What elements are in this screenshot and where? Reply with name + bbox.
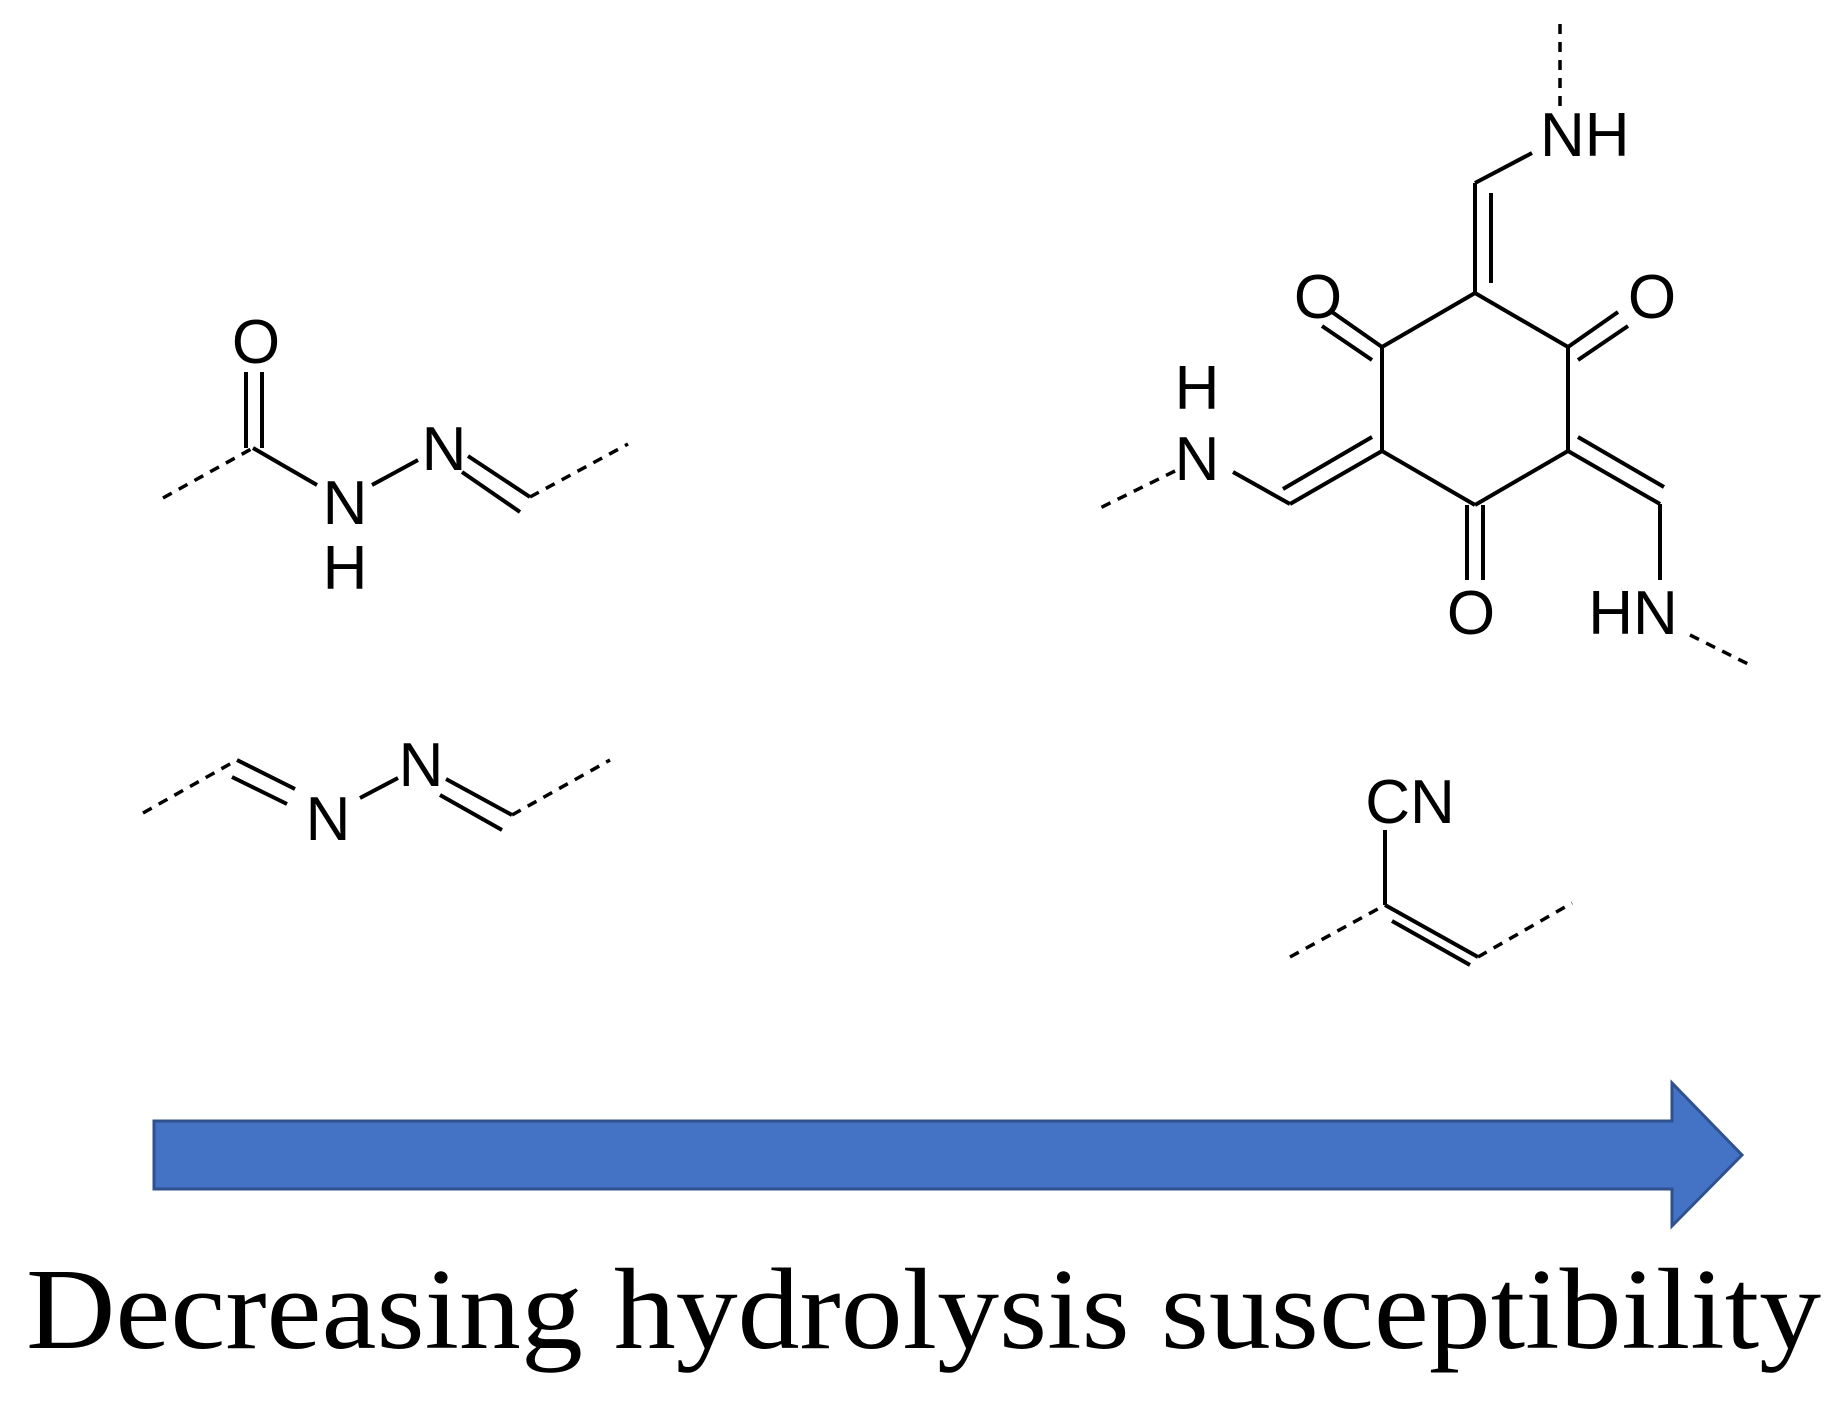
azine-cn-bond-2-a bbox=[445, 777, 513, 817]
azine-nitrogen-2-label: N bbox=[399, 731, 444, 800]
trend-arrow bbox=[152, 1079, 1745, 1230]
cyanovinylene-left-dashed-bond bbox=[1289, 903, 1386, 959]
acylhydrazone-left-dashed-bond bbox=[162, 446, 254, 500]
carbonyl-left-bond-a bbox=[1330, 310, 1384, 349]
left-exocyclic-double-a bbox=[1289, 449, 1383, 506]
acylhydrazone-right-dashed-bond bbox=[529, 442, 629, 499]
carbonyl-left-bond-b bbox=[1320, 324, 1374, 362]
azine-cn-bond-1-a bbox=[236, 758, 296, 791]
ketone-oxygen-left-label: O bbox=[1294, 263, 1342, 332]
caption-text: Decreasing hydrolysis susceptibility bbox=[26, 1246, 1821, 1374]
azine-structure: N N bbox=[142, 731, 611, 854]
right-exocyclic-double-a bbox=[1567, 449, 1661, 506]
left-dashed-bond bbox=[1099, 469, 1176, 510]
azine-cn-bond-1-b bbox=[231, 775, 288, 806]
cyanovinylene-double-a bbox=[1384, 903, 1479, 959]
amine-h-left-label: H bbox=[1175, 354, 1220, 423]
azine-bond-n-n bbox=[359, 776, 399, 800]
right-exocyclic-double-b bbox=[1576, 435, 1666, 489]
acylhydrazone-cn-bond-1 bbox=[466, 454, 532, 499]
acylhydrazone-amide-nitrogen-label: N bbox=[323, 469, 368, 538]
amine-hn-right-label: HN bbox=[1588, 579, 1678, 648]
cyano-group-label: CN bbox=[1365, 768, 1455, 837]
azine-cn-bond-2-b bbox=[439, 793, 503, 832]
acylhydrazone-oxygen-label: O bbox=[232, 308, 280, 377]
cyanovinylene-double-b bbox=[1391, 919, 1471, 967]
azine-left-dashed-bond bbox=[142, 758, 238, 815]
acylhydrazone-structure: O N N H bbox=[162, 308, 629, 603]
ketone-oxygen-bottom-label: O bbox=[1447, 579, 1495, 648]
beta-ketoenamine-structure: O O O NH H N HN bbox=[1099, 20, 1751, 667]
top-ch-nh-bond bbox=[1474, 151, 1533, 185]
amine-n-left-label: N bbox=[1175, 425, 1220, 494]
carbonyl-right-bond-a bbox=[1566, 310, 1620, 349]
azine-nitrogen-1-label: N bbox=[306, 785, 351, 854]
cyanovinylene-structure: CN bbox=[1289, 768, 1573, 967]
carbonyl-right-bond-b bbox=[1576, 324, 1630, 362]
left-exocyclic-double-b bbox=[1281, 435, 1374, 491]
ring-bond-1 bbox=[1473, 291, 1570, 349]
azine-right-dashed-bond bbox=[511, 758, 611, 817]
acylhydrazone-amide-hydrogen-label: H bbox=[323, 534, 368, 603]
acylhydrazone-bond-n-n bbox=[371, 458, 419, 487]
ring-bond-3 bbox=[1473, 449, 1570, 507]
ring-bond-4 bbox=[1380, 449, 1477, 507]
acylhydrazone-bond-c-n bbox=[251, 446, 319, 487]
right-dashed-bond bbox=[1689, 633, 1751, 667]
amine-nh-top-label: NH bbox=[1540, 101, 1630, 170]
ring-bond-6 bbox=[1380, 291, 1477, 349]
left-ch-nh-bond bbox=[1232, 470, 1291, 506]
acylhydrazone-imine-nitrogen-label: N bbox=[422, 415, 467, 484]
cyanovinylene-right-dashed-bond bbox=[1477, 901, 1573, 959]
ketone-oxygen-right-label: O bbox=[1628, 263, 1676, 332]
acylhydrazone-cn-bond-2 bbox=[460, 470, 522, 514]
